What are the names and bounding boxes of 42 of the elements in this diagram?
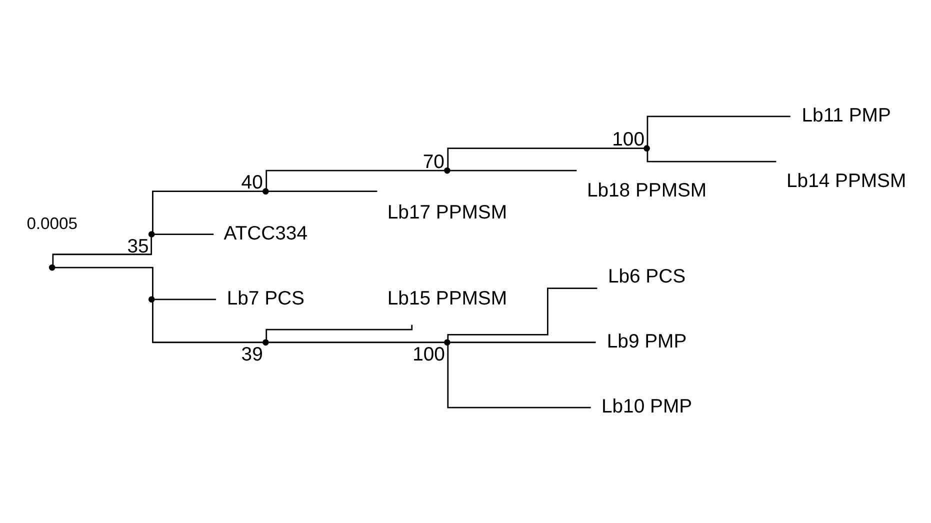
node-text: Lb10 PMP: [601, 395, 692, 418]
node-text: Lb9 PMP: [606, 330, 687, 352]
connector: [154, 298, 216, 300]
connector: [447, 147, 644, 168]
connector: [266, 169, 445, 188]
connector: [450, 341, 596, 343]
node-point: [444, 338, 450, 346]
node-text: Lb15 PPMSM: [387, 287, 508, 310]
connector: [152, 190, 263, 232]
node-label: 40: [241, 171, 263, 194]
node-point: [262, 188, 269, 194]
node-point: [644, 144, 650, 152]
connector: [447, 344, 591, 408]
node-point: [48, 264, 56, 270]
node-point: [148, 296, 155, 302]
node-point: [262, 338, 269, 346]
node-point: [148, 230, 155, 237]
connector: [268, 341, 444, 343]
label: 0.0005: [26, 213, 78, 232]
connector: [450, 169, 577, 171]
node-text: Lb7 PCS: [226, 287, 304, 310]
node-label: 35: [127, 234, 149, 257]
node-text: Lb6 PCS: [608, 264, 686, 287]
connector: [55, 266, 154, 296]
node-text: ATCC334: [224, 222, 308, 244]
node-point: [444, 166, 450, 174]
connector: [154, 233, 214, 234]
node-label: 70: [422, 150, 444, 172]
connector: [52, 236, 152, 264]
connector: [268, 190, 378, 192]
node-text: Lb18 PPMSM: [586, 178, 707, 201]
node-label: 100: [412, 342, 445, 365]
node-text: Lb17 PPMSM: [387, 201, 508, 224]
node-text: Lb11 PMP: [802, 104, 891, 126]
node-label: 39: [241, 342, 263, 365]
connector: [152, 301, 263, 343]
node-label: 100: [612, 128, 645, 150]
connector: [447, 287, 598, 340]
node-text: Lb14 PPMSM: [786, 169, 906, 192]
connector: [646, 150, 776, 162]
connector: [266, 324, 413, 340]
connector: [646, 115, 790, 146]
